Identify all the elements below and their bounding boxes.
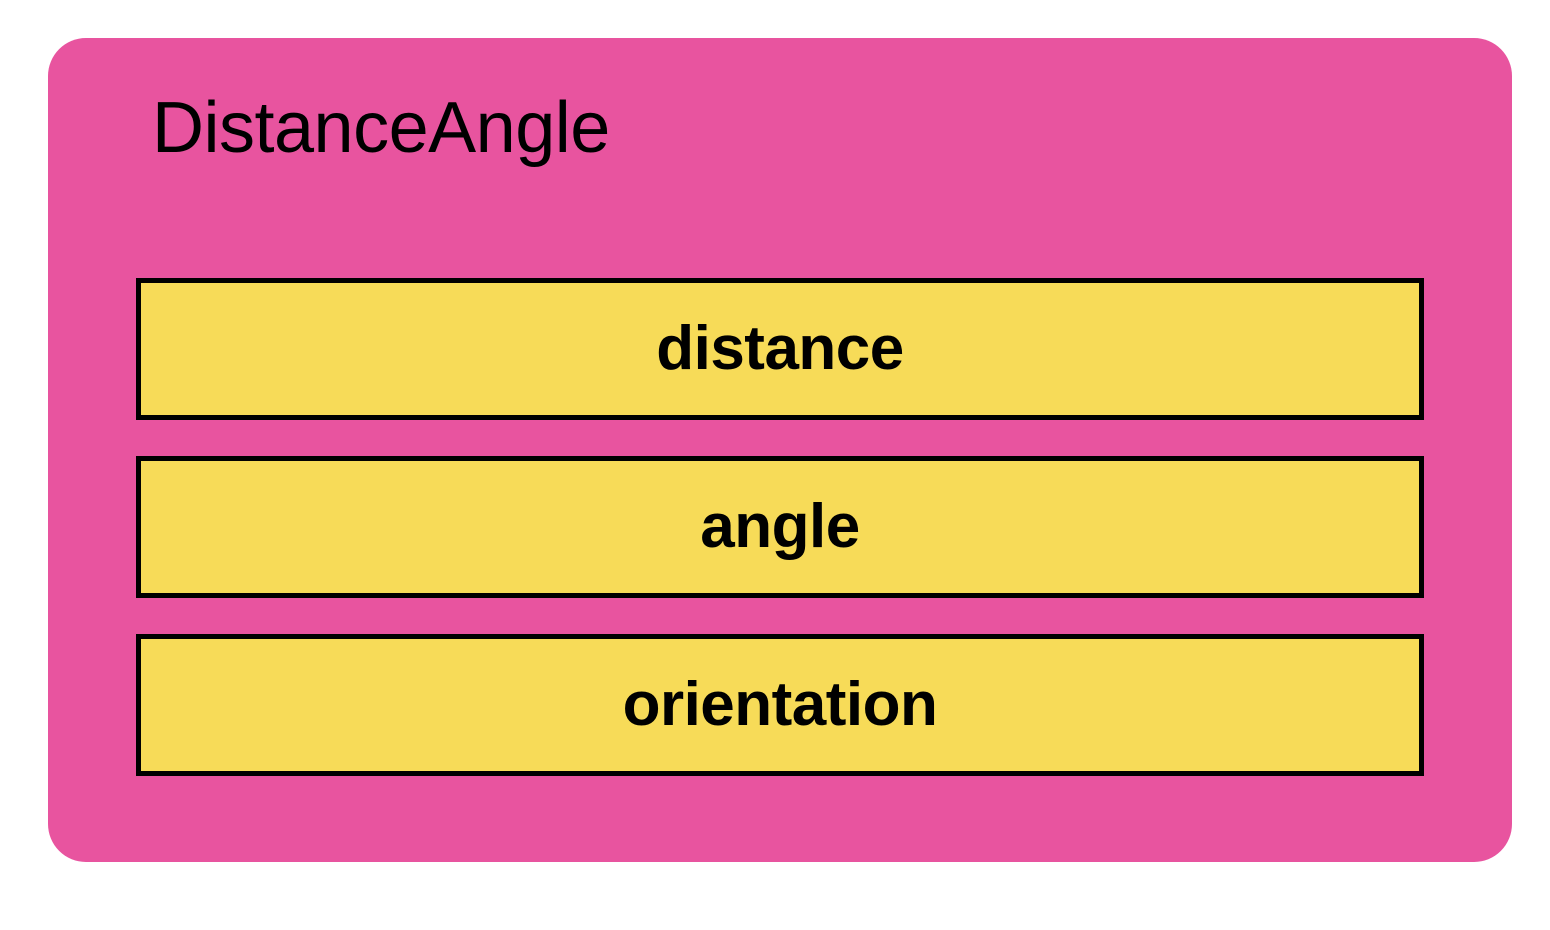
attribute-row[interactable]: distance: [136, 278, 1424, 420]
entity-card-distanceangle[interactable]: DistanceAngle distance angle orientation: [48, 38, 1512, 862]
attribute-row[interactable]: angle: [136, 456, 1424, 598]
attribute-list: distance angle orientation: [136, 278, 1424, 776]
attribute-row[interactable]: orientation: [136, 634, 1424, 776]
entity-title: DistanceAngle: [152, 88, 610, 168]
attribute-label-angle: angle: [700, 492, 860, 561]
attribute-label-distance: distance: [656, 314, 904, 383]
attribute-label-orientation: orientation: [622, 670, 938, 739]
